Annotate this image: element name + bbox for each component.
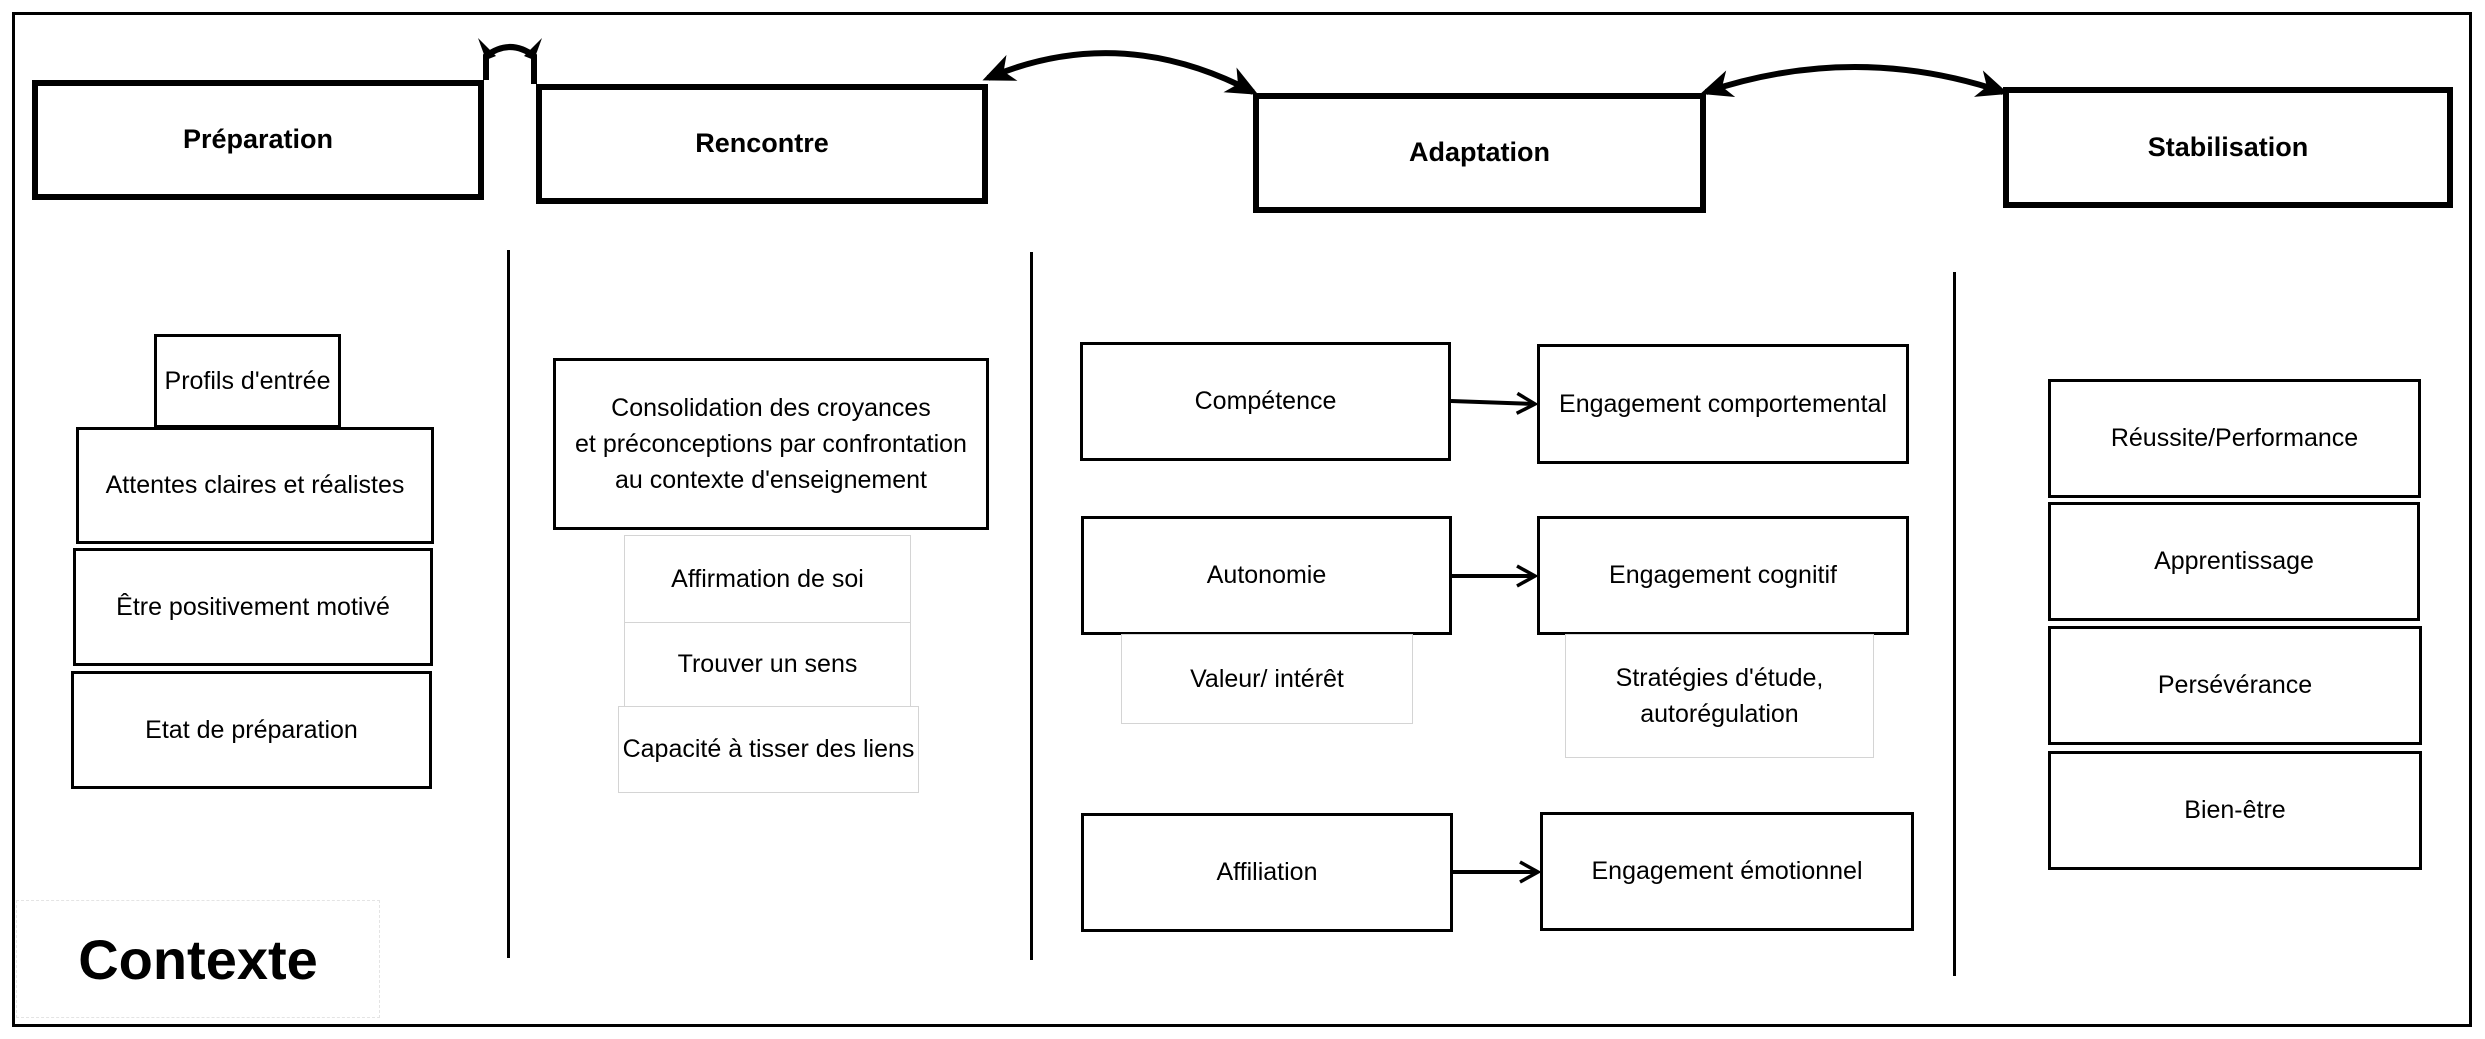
outcome-apprentissage: Apprentissage [2048, 502, 2420, 621]
outcome-bien-etre: Bien-être [2048, 751, 2422, 870]
item-attentes: Attentes claires et réalistes [76, 427, 434, 544]
engagement-comportemental: Engagement comportemental [1537, 344, 1909, 464]
item-etat-preparation: Etat de préparation [71, 671, 432, 789]
need-affiliation: Affiliation [1081, 813, 1453, 932]
separator-1 [507, 250, 510, 958]
phase-rencontre: Rencontre [536, 84, 988, 204]
item-motive: Être positivement motivé [73, 548, 433, 666]
item-tisser-liens: Capacité à tisser des liens [618, 706, 919, 793]
diagram-frame [12, 12, 2472, 1027]
sub-strategies-etude: Stratégies d'étude, autorégulation [1565, 634, 1874, 758]
outcome-reussite: Réussite/Performance [2048, 379, 2421, 498]
item-affirmation: Affirmation de soi [624, 535, 911, 623]
phase-stabilisation: Stabilisation [2003, 87, 2453, 208]
contexte-label: Contexte [16, 900, 380, 1018]
separator-3 [1953, 272, 1956, 976]
sub-valeur-interet: Valeur/ intérêt [1121, 634, 1413, 724]
engagement-cognitif: Engagement cognitif [1537, 516, 1909, 635]
phase-preparation: Préparation [32, 80, 484, 200]
item-trouver-sens: Trouver un sens [624, 622, 911, 707]
need-autonomie: Autonomie [1081, 516, 1452, 635]
need-competence: Compétence [1080, 342, 1451, 461]
item-consolidation: Consolidation des croyances et préconcep… [553, 358, 989, 530]
engagement-emotionnel: Engagement émotionnel [1540, 812, 1914, 931]
outcome-perseverance: Persévérance [2048, 626, 2422, 745]
item-profils-entree: Profils d'entrée [154, 334, 341, 428]
phase-adaptation: Adaptation [1253, 93, 1706, 213]
separator-2 [1030, 252, 1033, 960]
